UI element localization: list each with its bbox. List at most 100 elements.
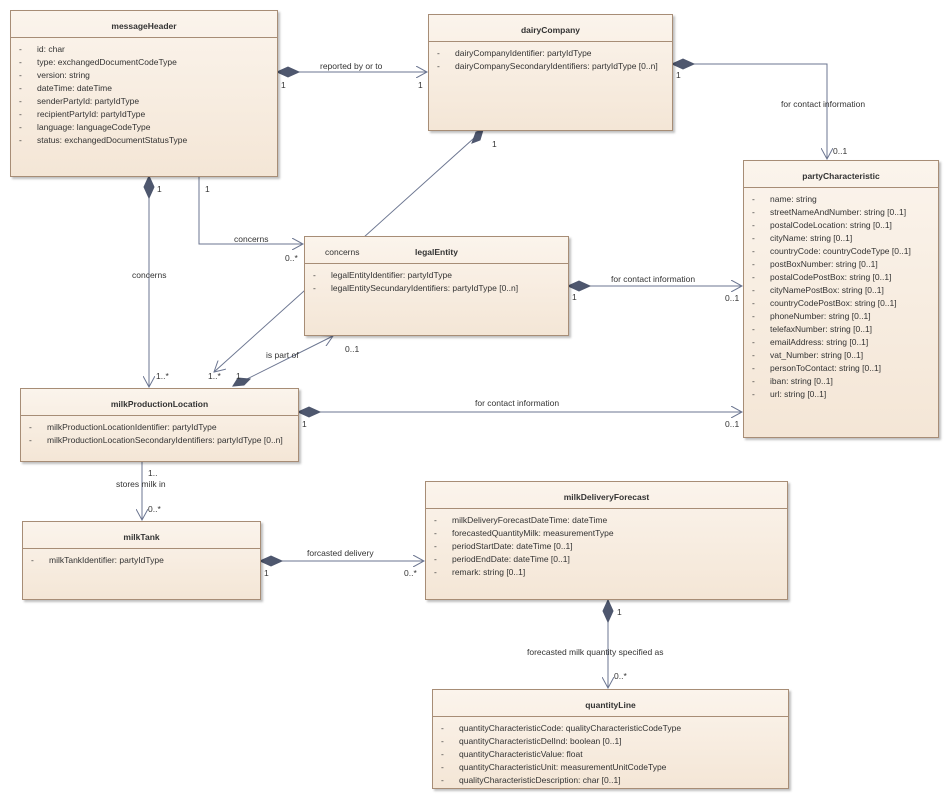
attribute-text: remark: string [0..1]	[452, 567, 526, 577]
attribute-list: - id: char -type: exchangedDocumentCodeTyp…	[11, 38, 277, 147]
assoc-label: for contact information	[781, 99, 866, 109]
visibility-marker: -	[434, 528, 437, 538]
attribute-text: milkDeliveryForecastDateTime: dateTime	[452, 515, 608, 525]
visibility-marker: -	[437, 48, 440, 58]
visibility-marker: -	[752, 285, 755, 295]
attribute-text: legalEntitySecundaryIdentifiers: partyId…	[331, 283, 519, 293]
attribute-text: iban: string [0..1]	[770, 376, 833, 386]
divider	[426, 508, 787, 509]
composition-diamond	[143, 174, 155, 200]
class-attribute: -quantityCharacteristicDelInd: boolean […	[441, 735, 782, 748]
class-attribute: -iban: string [0..1]	[752, 375, 932, 388]
composition-diamond	[566, 280, 592, 292]
assoc-label: concerns	[132, 270, 167, 280]
divider	[433, 716, 788, 717]
class-attribute: -dairyCompanySecondaryIdentifiers: party…	[437, 60, 666, 73]
composition-diamond	[602, 598, 614, 624]
class-attribute: - phoneNumber: string [0..1]	[752, 310, 932, 323]
class-messageHeader[interactable]: messageHeader -id: char-type: exchangedD…	[10, 10, 278, 177]
composition-diamond	[471, 129, 484, 144]
class-attribute: -cityNamePostBox: string [0..1]	[752, 284, 932, 297]
class-attribute: - postBoxNumber: string [0..1]	[752, 258, 932, 271]
attribute-text: id: char	[37, 44, 65, 54]
attribute-list: -milkDeliveryForecastDateTime: dateTime-…	[426, 509, 787, 579]
class-name: legalEntity	[415, 247, 458, 257]
visibility-marker: -	[434, 554, 437, 564]
divider	[11, 37, 277, 38]
assoc-location-legal-line	[232, 336, 333, 387]
assoc-label: concerns	[234, 234, 269, 244]
attribute-text: countryCodePostBox: string [0..1]	[770, 298, 897, 308]
assoc-label: for contact information	[611, 274, 696, 284]
class-attribute: - personToContact: string [0..1]	[752, 362, 932, 375]
attribute-text: dateTime: dateTime	[37, 83, 112, 93]
class-partyCharacteristic[interactable]: partyCharacteristic - name: string -street…	[743, 160, 939, 438]
class-attribute: -postalCodePostBox: string [0..1]	[752, 271, 932, 284]
multiplicity: 0..*	[285, 253, 298, 263]
class-name: partyCharacteristic	[802, 171, 880, 181]
attribute-text: quantityCharacteristicCode: qualityChara…	[459, 723, 682, 733]
class-attribute: -countryCode: countryCodeType [0..1]	[752, 245, 932, 258]
attribute-text: status: exchangedDocumentStatusType	[37, 135, 188, 145]
visibility-marker: -	[434, 515, 437, 525]
visibility-marker: -	[434, 541, 437, 551]
class-attribute: -status: exchangedDocumentStatusType	[19, 134, 271, 147]
attribute-text: legalEntityIdentifier: partyIdType	[331, 270, 452, 280]
class-attribute: -recipientPartyId: partyIdType	[19, 108, 271, 121]
multiplicity: 1	[302, 419, 307, 429]
class-attribute: -milkProductionLocationIdentifier: party…	[29, 421, 292, 434]
class-milkProductionLocation[interactable]: milkProductionLocation -milkProductionLo…	[20, 388, 299, 462]
visibility-marker: -	[752, 220, 755, 230]
attribute-text: senderPartyId: partyIdType	[37, 96, 140, 106]
multiplicity: 0..*	[404, 568, 417, 578]
class-quantityLine[interactable]: quantityLine -quantityCharacteristicCode…	[432, 689, 789, 789]
attribute-text: phoneNumber: string [0..1]	[770, 311, 871, 321]
visibility-marker: -	[752, 337, 755, 347]
class-attribute: -dairyCompanyIdentifier: partyIdType	[437, 47, 666, 60]
attribute-text: milkProductionLocationIdentifier: partyI…	[47, 422, 217, 432]
class-attribute: -telefaxNumber: string [0..1]	[752, 323, 932, 336]
attribute-text: quantityCharacteristicValue: float	[459, 749, 583, 759]
class-attribute: -qualityCharacteristicDescription: char …	[441, 774, 782, 787]
attribute-text: telefaxNumber: string [0..1]	[770, 324, 873, 334]
visibility-marker: -	[313, 283, 316, 293]
multiplicity: 0..*	[614, 671, 627, 681]
class-attribute: -senderPartyId: partyIdType	[19, 95, 271, 108]
visibility-marker: -	[752, 298, 755, 308]
multiplicity: 1..	[148, 468, 158, 478]
class-legalEntity[interactable]: legalEntity - legalEntityIdentifier: part…	[304, 236, 569, 336]
composition-diamond	[258, 555, 284, 567]
attribute-text: personToContact: string [0..1]	[770, 363, 882, 373]
visibility-marker: -	[19, 70, 22, 80]
divider	[429, 41, 672, 42]
class-attribute: -type: exchangedDocumentCodeType	[19, 56, 271, 69]
multiplicity: 1	[617, 607, 622, 617]
visibility-marker: -	[752, 246, 755, 256]
visibility-marker: -	[441, 775, 444, 785]
visibility-marker: -	[752, 311, 755, 321]
visibility-marker: -	[752, 233, 755, 243]
visibility-marker: -	[752, 259, 755, 269]
composition-diamond	[296, 406, 322, 418]
attribute-text: quantityCharacteristicDelInd: boolean [0…	[459, 736, 622, 746]
visibility-marker: -	[752, 363, 755, 373]
multiplicity: 1	[281, 80, 286, 90]
class-dairyCompany[interactable]: dairyCompany -dairyCompanyIdentifier: pa…	[428, 14, 673, 131]
attribute-text: periodStartDate: dateTime [0..1]	[452, 541, 573, 551]
assoc-header-legal-line	[198, 176, 303, 244]
class-attribute: - milkDeliveryForecastDateTime: dateTime	[434, 514, 781, 527]
multiplicity: 0..1	[725, 293, 740, 303]
attribute-text: postalCodeLocation: string [0..1]	[770, 220, 892, 230]
visibility-marker: -	[437, 61, 440, 71]
attribute-text: postBoxNumber: string [0..1]	[770, 259, 878, 269]
class-milkDeliveryForecast[interactable]: milkDeliveryForecast -milkDeliveryForeca…	[425, 481, 788, 600]
composition-diamond	[275, 66, 301, 78]
class-attribute: -milkProductionLocationSecondaryIdentifi…	[29, 434, 292, 447]
visibility-marker: -	[19, 122, 22, 132]
attribute-text: name: string	[770, 194, 817, 204]
visibility-marker: -	[441, 762, 444, 772]
class-attribute: -streetNameAndNumber: string [0..1]	[752, 206, 932, 219]
divider	[305, 263, 568, 264]
visibility-marker: -	[19, 57, 22, 67]
class-milkTank[interactable]: milkTank -milkTankIdentifier: partyIdTyp…	[22, 521, 261, 600]
